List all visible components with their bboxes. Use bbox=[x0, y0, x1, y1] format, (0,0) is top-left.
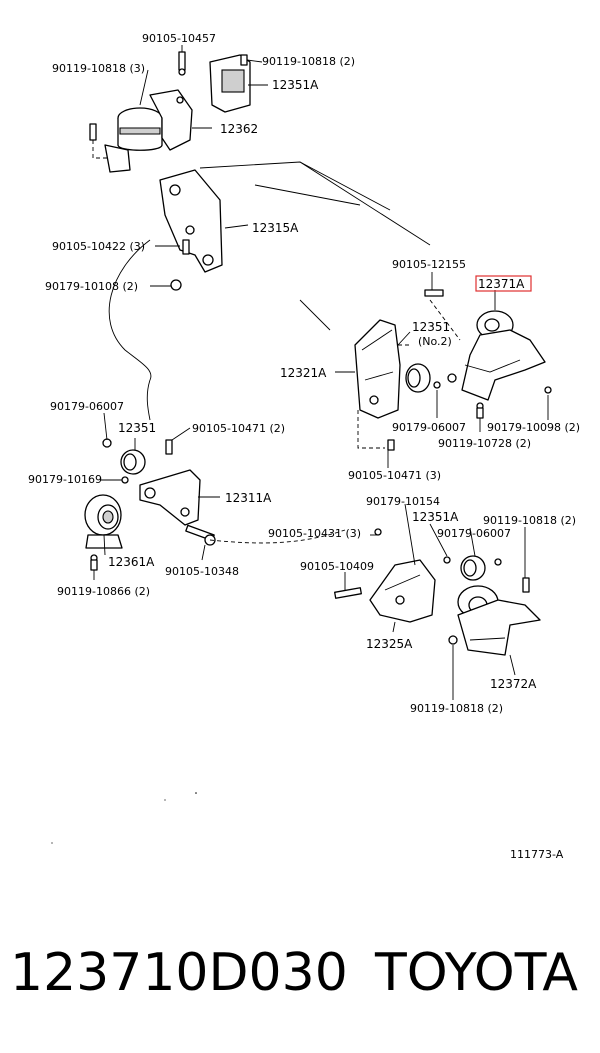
part-number-caption: 123710D030 bbox=[10, 943, 348, 1003]
bracket-12325A bbox=[334, 559, 436, 623]
stray-marks bbox=[51, 792, 197, 844]
label-12325A: 12325A bbox=[366, 637, 413, 651]
label-90179-06007-bottom: 90179-06007 bbox=[437, 527, 511, 540]
long-bolt-90105-10348 bbox=[185, 524, 382, 546]
label-12351A-low: 12351A bbox=[412, 510, 459, 524]
insulator-12351-left bbox=[102, 438, 146, 484]
label-12351-left: 12351 bbox=[118, 421, 156, 435]
label-90179-06007-left: 90179-06007 bbox=[50, 400, 124, 413]
bracket-12315A bbox=[159, 169, 223, 291]
label-90119-10866: 90119-10866 (2) bbox=[57, 585, 150, 598]
label-12372A: 12372A bbox=[490, 677, 537, 691]
label-12371A: 12371A bbox=[478, 277, 525, 291]
insulator-12351A-low bbox=[443, 555, 502, 581]
label-90119-10818-2-right: 90119-10818 (2) bbox=[483, 514, 576, 527]
leader-lines bbox=[93, 45, 549, 700]
label-90179-10169: 90179-10169 bbox=[28, 473, 102, 486]
label-90179-10098: 90179-10098 (2) bbox=[487, 421, 580, 434]
dashed-guides-mid bbox=[357, 299, 461, 451]
label-90105-12155: 90105-12155 bbox=[392, 258, 466, 271]
engine-outline bbox=[108, 161, 431, 421]
mount-12372A bbox=[448, 577, 541, 656]
label-90105-10471-3: 90105-10471 (3) bbox=[348, 469, 441, 482]
label-diagram-code: 111773-A bbox=[510, 848, 564, 861]
insulator-12351-no2 bbox=[405, 363, 431, 393]
highlight-box-12371A bbox=[475, 275, 532, 292]
label-90119-10818-2-bottom: 90119-10818 (2) bbox=[410, 702, 503, 715]
label-90179-06007-right: 90179-06007 bbox=[392, 421, 466, 434]
label-12351A-top: 12351A bbox=[272, 78, 319, 92]
label-90105-10409: 90105-10409 bbox=[300, 560, 374, 573]
bracket-12351A-top bbox=[209, 54, 251, 113]
label-90105-10457: 90105-10457 bbox=[142, 32, 216, 45]
label-90105-10348: 90105-10348 bbox=[165, 565, 239, 578]
label-12321A: 12321A bbox=[280, 366, 327, 380]
label-90105-10471-2: 90105-10471 (2) bbox=[192, 422, 285, 435]
label-90105-10422: 90105-10422 (3) bbox=[52, 240, 145, 253]
bolts-top bbox=[89, 51, 248, 159]
brand-caption: TOYOTA bbox=[375, 943, 578, 1003]
label-90179-10154: 90179-10154 bbox=[366, 495, 440, 508]
bracket-12311A bbox=[139, 439, 201, 526]
label-12351-no2: 12351 bbox=[412, 320, 450, 334]
label-90119-10818-3: 90119-10818 (3) bbox=[52, 62, 145, 75]
label-12311A: 12311A bbox=[225, 491, 272, 505]
label-90119-10818-2-top: 90119-10818 (2) bbox=[262, 55, 355, 68]
label-90105-10431: 90105-10431 (3) bbox=[268, 527, 361, 540]
rear-mount-12362 bbox=[104, 89, 193, 173]
label-90179-10108: 90179-10108 (2) bbox=[45, 280, 138, 293]
label-12362: 12362 bbox=[220, 122, 258, 136]
label-12315A: 12315A bbox=[252, 221, 299, 235]
mount-12361A bbox=[84, 494, 123, 571]
label-90119-10728: 90119-10728 (2) bbox=[438, 437, 531, 450]
mount-12371A bbox=[424, 289, 552, 419]
label-12361A: 12361A bbox=[108, 555, 155, 569]
label-no2: (No.2) bbox=[418, 335, 452, 348]
part-labels: 90105-10457 90119-10818 (3) 90119-10818 … bbox=[28, 32, 580, 861]
bracket-12321A bbox=[354, 319, 401, 419]
